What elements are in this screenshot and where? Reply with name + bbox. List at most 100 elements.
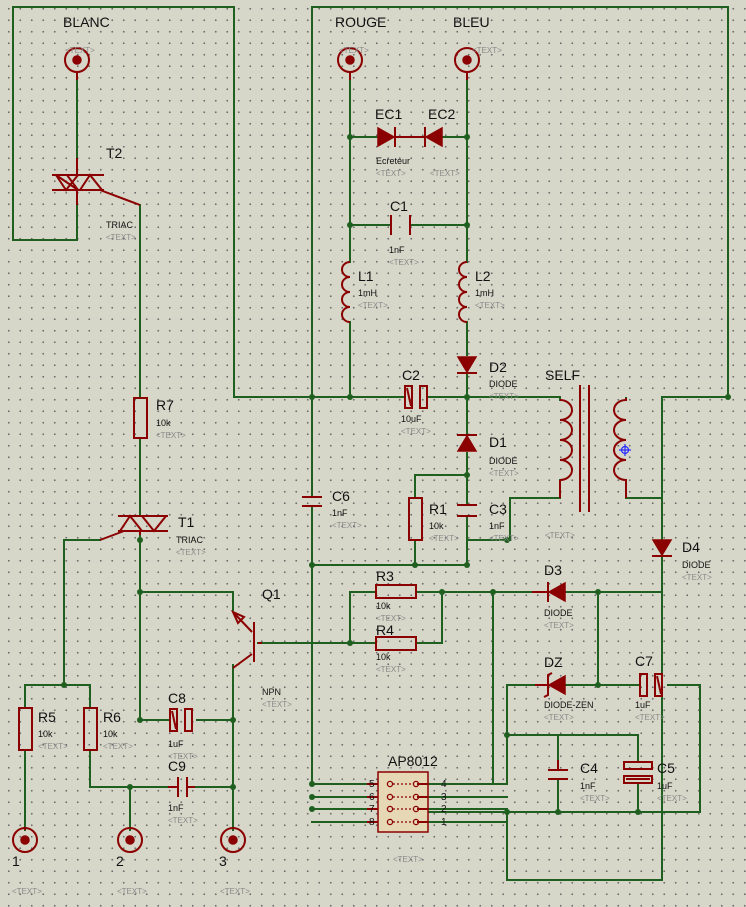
- diode-d3[interactable]: D3 DIODE <TEXT>: [532, 562, 574, 630]
- component-value: 1uF: [635, 700, 651, 710]
- component-value: 1nF: [489, 521, 505, 531]
- capacitor-c5[interactable]: C5 1uF <TEXT>: [623, 760, 687, 803]
- diode-d2[interactable]: D2 DIODE <TEXT>: [456, 356, 519, 401]
- component-value: 1nF: [580, 781, 596, 791]
- capacitor-c1[interactable]: C1 1nF <TEXT>: [389, 198, 419, 267]
- text-placeholder: <TEXT>: [106, 233, 136, 242]
- terminal-label: ROUGE: [335, 14, 386, 30]
- component-ref: D3: [544, 562, 562, 578]
- text-placeholder: <TEXT>: [489, 534, 519, 543]
- component-value: 10k: [103, 729, 118, 739]
- component-ref: D1: [489, 434, 507, 450]
- component-ref: C9: [168, 758, 186, 774]
- text-placeholder: <TEXT>: [544, 713, 574, 722]
- terminal-bleu[interactable]: BLEU <TEXT>: [453, 14, 502, 80]
- capacitor-c2[interactable]: C2 10uF <TEXT>: [401, 367, 431, 436]
- transistor-q1[interactable]: Q1 NPN <TEXT>: [230, 586, 292, 709]
- text-placeholder: <TEXT>: [580, 794, 610, 803]
- junction-dots: [61, 134, 731, 815]
- capacitor-c4[interactable]: C4 1nF <TEXT>: [548, 760, 610, 803]
- component-value: TRIAC: [176, 535, 204, 545]
- pin-label: 6: [369, 792, 375, 803]
- component-ref: C4: [580, 760, 598, 776]
- component-ref: L2: [475, 268, 491, 284]
- text-placeholder: <TEXT>: [429, 534, 459, 543]
- diode-d4[interactable]: D4 DIODE <TEXT>: [651, 539, 712, 582]
- component-value: 10k: [156, 418, 171, 428]
- component-ref: R1: [429, 501, 447, 517]
- resistor-r7[interactable]: R7 10k <TEXT>: [133, 397, 186, 440]
- text-placeholder: <TEXT>: [168, 752, 198, 761]
- transformer-self[interactable]: SELF <TEXT>: [545, 367, 631, 540]
- terminal-label: 1: [12, 853, 20, 869]
- terminal-label: 3: [219, 853, 227, 869]
- text-placeholder: <TEXT>: [376, 665, 406, 674]
- diode-ec2[interactable]: EC2 <TEXT>: [424, 106, 460, 178]
- triac-t2[interactable]: T2 TRIAC <TEXT>: [52, 145, 141, 242]
- text-placeholder: <TEXT>: [401, 427, 431, 436]
- triac-t1[interactable]: T1 TRIAC <TEXT>: [99, 514, 206, 557]
- component-value: 10k: [376, 601, 391, 611]
- resistor-r4[interactable]: R4 10k <TEXT>: [375, 622, 417, 674]
- text-placeholder: <TEXT>: [389, 258, 419, 267]
- inductor-l1[interactable]: L1 1mH <TEXT>: [341, 261, 388, 323]
- component-ref: R3: [376, 568, 394, 584]
- component-value: 10k: [376, 652, 391, 662]
- pin-label: 2: [441, 804, 447, 815]
- component-ref: T2: [106, 145, 123, 161]
- terminal-1[interactable]: 1 <TEXT>: [12, 827, 42, 896]
- text-placeholder: <TEXT>: [103, 742, 133, 751]
- component-ref: C8: [168, 690, 186, 706]
- diode-d1[interactable]: D1 DIODE <TEXT>: [456, 434, 519, 478]
- component-ref: AP8012: [388, 753, 438, 769]
- resistor-r6[interactable]: R6 10k <TEXT>: [83, 707, 133, 751]
- capacitor-c7[interactable]: C7 1uF <TEXT>: [635, 653, 665, 722]
- resistor-r3[interactable]: R3 10k <TEXT>: [375, 568, 417, 623]
- terminal-blanc[interactable]: BLANC <TEXT>: [63, 14, 110, 80]
- component-value: 1mH: [358, 288, 377, 298]
- text-placeholder: <TEXT>: [220, 887, 250, 896]
- capacitor-c3[interactable]: C3 1nF <TEXT>: [457, 501, 519, 543]
- component-value: DIODE-ZEN: [544, 700, 594, 710]
- text-placeholder: <TEXT>: [332, 521, 362, 530]
- resistor-r1[interactable]: R1 10k <TEXT>: [408, 497, 459, 543]
- text-placeholder: <TEXT>: [176, 548, 206, 557]
- component-ref: L1: [358, 268, 374, 284]
- capacitor-c9[interactable]: C9 1nF <TEXT>: [168, 758, 198, 825]
- pin-label: 3: [441, 792, 447, 803]
- component-ref: C1: [390, 198, 408, 214]
- inductor-l2[interactable]: L2 1mH <TEXT>: [458, 261, 505, 323]
- capacitor-c6[interactable]: C6 1nF <TEXT>: [302, 488, 362, 530]
- capacitor-c8[interactable]: C8 1uF <TEXT>: [168, 690, 198, 761]
- component-value: TRIAC: [106, 220, 134, 230]
- component-ref: R7: [156, 397, 174, 413]
- terminal-rouge[interactable]: ROUGE <TEXT>: [335, 14, 386, 80]
- terminal-label: BLEU: [453, 14, 490, 30]
- text-placeholder: <TEXT>: [339, 46, 369, 55]
- pin-label: 1: [441, 817, 447, 828]
- terminal-2[interactable]: 2 <TEXT>: [116, 827, 147, 896]
- ic-ap8012[interactable]: AP8012 5 6 7 8 4 3 2 1 <TEXT>: [367, 753, 447, 864]
- component-ref: D4: [682, 539, 700, 555]
- component-value: Ecreteur: [376, 156, 410, 166]
- component-ref: C7: [635, 653, 653, 669]
- component-ref: T1: [178, 514, 195, 530]
- component-ref: C3: [489, 501, 507, 517]
- pin-label: 5: [369, 779, 375, 790]
- text-placeholder: <TEXT>: [262, 700, 292, 709]
- component-ref: EC2: [428, 106, 455, 122]
- terminal-label: BLANC: [63, 14, 110, 30]
- text-placeholder: <TEXT>: [545, 531, 575, 540]
- component-ref: C2: [402, 367, 420, 383]
- terminal-3[interactable]: 3 <TEXT>: [219, 827, 250, 896]
- text-placeholder: <TEXT>: [168, 816, 198, 825]
- text-placeholder: <TEXT>: [38, 742, 68, 751]
- zener-dz[interactable]: DZ DIODE-ZEN <TEXT>: [535, 654, 594, 722]
- diode-ec1[interactable]: EC1 Ecreteur <TEXT>: [375, 106, 442, 178]
- text-placeholder: <TEXT>: [358, 301, 388, 310]
- text-placeholder: <TEXT>: [376, 169, 406, 178]
- text-placeholder: <TEXT>: [117, 887, 147, 896]
- resistor-r5[interactable]: R5 10k <TEXT>: [18, 707, 68, 751]
- component-value: 1uF: [168, 739, 184, 749]
